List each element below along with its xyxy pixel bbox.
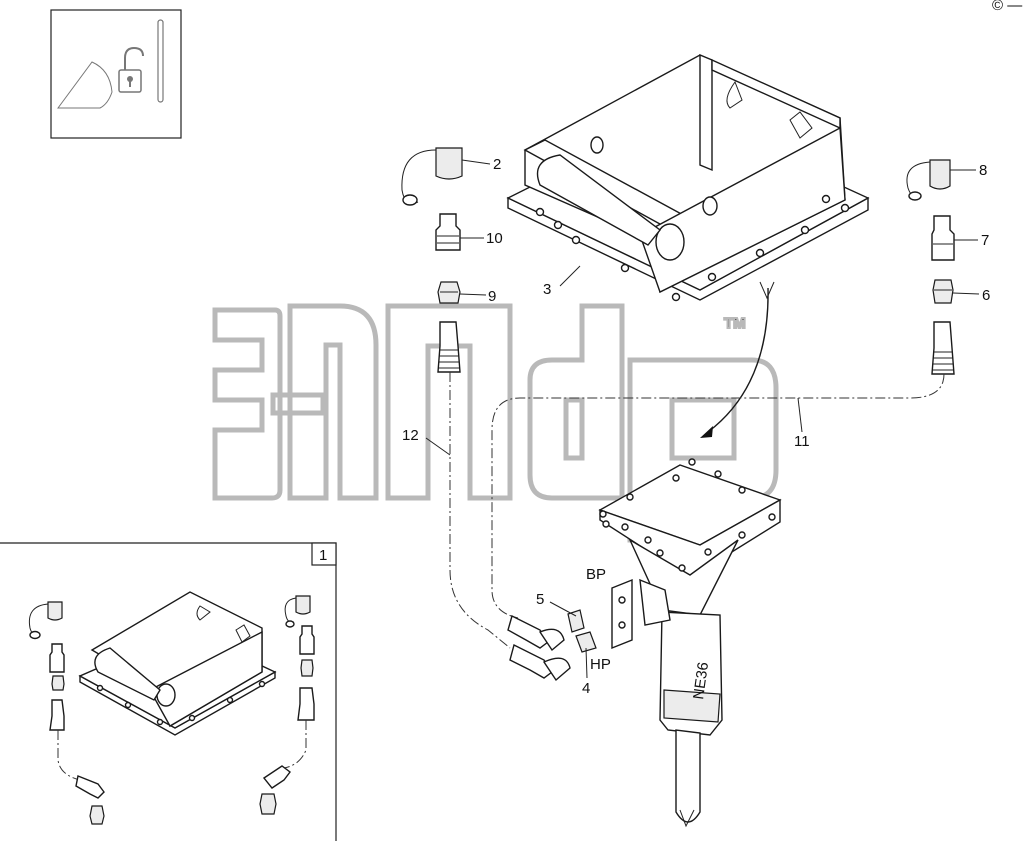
arrow-head bbox=[700, 426, 713, 438]
hose-end-left bbox=[437, 321, 461, 373]
nipple-5 bbox=[567, 609, 585, 633]
dust-cap-left bbox=[401, 147, 463, 206]
port-plate bbox=[611, 578, 633, 650]
elbow-fitting-lower bbox=[509, 643, 571, 682]
hose-end-right bbox=[931, 321, 955, 375]
callout-9: 9 bbox=[488, 288, 496, 305]
callout-8: 8 bbox=[979, 162, 987, 179]
assembly-arrow bbox=[707, 287, 769, 433]
adapter-right bbox=[932, 279, 954, 304]
mounting-bracket bbox=[506, 53, 870, 302]
nipple-4 bbox=[575, 631, 597, 653]
callout-10: 10 bbox=[486, 230, 503, 247]
quick-coupler-right bbox=[931, 215, 955, 261]
bucket-icon bbox=[57, 61, 113, 109]
lock-icon-box bbox=[50, 9, 182, 139]
unlocked-padlock-icon bbox=[118, 46, 144, 93]
callout-11: 11 bbox=[794, 433, 810, 450]
port-label-hp: HP bbox=[590, 656, 611, 673]
kit-inset: 1 bbox=[0, 542, 337, 841]
port-label-bp: BP bbox=[586, 566, 606, 583]
callout-1: 1 bbox=[319, 547, 327, 564]
dust-cap-right bbox=[906, 159, 951, 201]
callout-3: 3 bbox=[543, 281, 551, 298]
callout-7: 7 bbox=[981, 232, 989, 249]
callout-5: 5 bbox=[536, 591, 544, 608]
quick-coupler-left bbox=[435, 213, 461, 251]
hose-11 bbox=[491, 373, 945, 619]
elbow-fitting-upper bbox=[507, 614, 565, 652]
watermark: TM bbox=[212, 303, 779, 543]
adapter-left bbox=[437, 281, 461, 304]
callout-6: 6 bbox=[982, 287, 990, 304]
callout-12: 12 bbox=[402, 427, 419, 444]
model-label: NE36 bbox=[690, 661, 712, 701]
callout-4: 4 bbox=[582, 680, 590, 697]
pin-icon bbox=[157, 19, 164, 103]
trademark-mark: TM bbox=[724, 315, 746, 332]
hose-12 bbox=[449, 372, 511, 649]
kit-callout-box bbox=[311, 542, 337, 566]
hydraulic-breaker: NE36 bbox=[598, 458, 782, 828]
callout-2: 2 bbox=[493, 156, 501, 173]
header-mark: © — bbox=[992, 0, 1022, 14]
